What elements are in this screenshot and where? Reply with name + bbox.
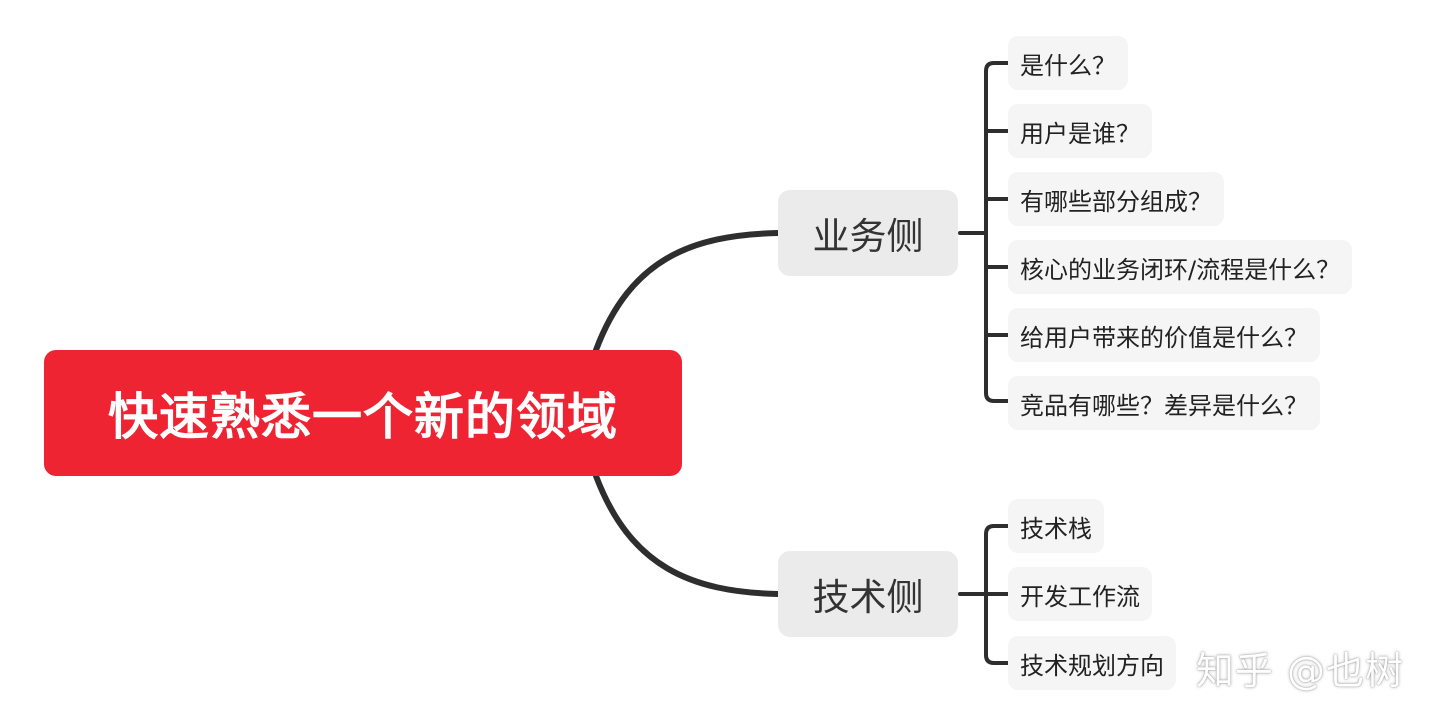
root-node[interactable]: 快速熟悉一个新的领域: [44, 350, 682, 476]
leaf-who-are-users[interactable]: 用户是谁？: [1008, 104, 1152, 158]
leaf-competitors[interactable]: 竞品有哪些？差异是什么？: [1008, 376, 1320, 430]
leaf-dev-workflow[interactable]: 开发工作流: [1008, 567, 1152, 621]
connector-root-to-tech: [593, 473, 781, 597]
leaf-what-is-it[interactable]: 是什么？: [1008, 36, 1128, 90]
branch-business[interactable]: 业务侧: [778, 190, 958, 276]
connector-root-to-business: [593, 230, 781, 353]
bracket-tech: [958, 524, 1010, 665]
leaf-core-loop[interactable]: 核心的业务闭环/流程是什么？: [1008, 240, 1353, 294]
leaf-user-value[interactable]: 给用户带来的价值是什么？: [1008, 308, 1320, 362]
leaf-tech-roadmap[interactable]: 技术规划方向: [1008, 636, 1176, 690]
branch-tech[interactable]: 技术侧: [778, 551, 958, 637]
bracket-business: [958, 61, 1010, 403]
watermark: 知乎 @也树: [1195, 649, 1404, 693]
leaf-tech-stack[interactable]: 技术栈: [1008, 499, 1104, 553]
leaf-components[interactable]: 有哪些部分组成？: [1008, 172, 1224, 226]
